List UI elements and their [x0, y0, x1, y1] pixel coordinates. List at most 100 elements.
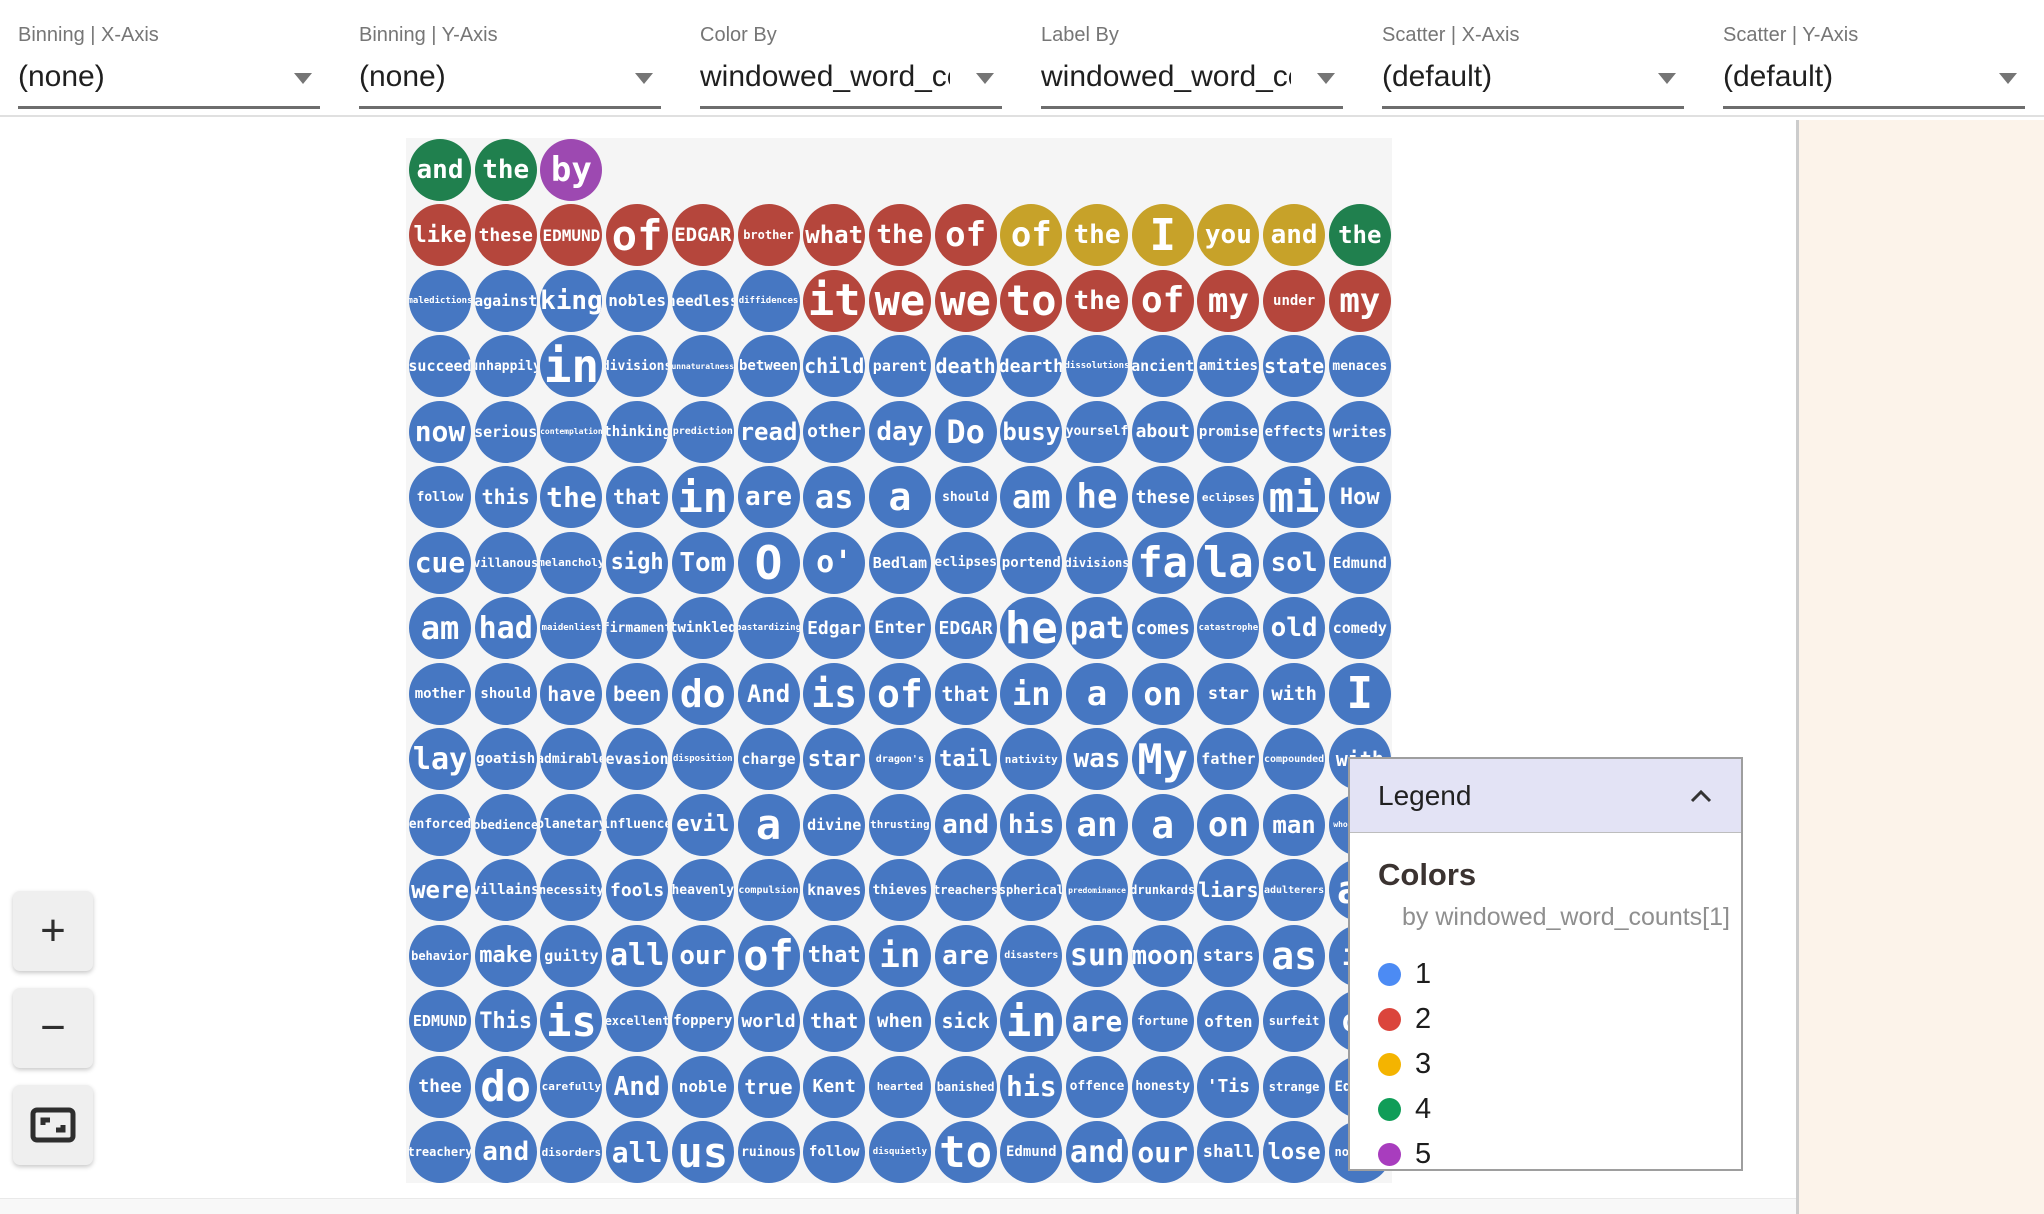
word-circle[interactable]: admirable: [540, 728, 603, 790]
word-circle[interactable]: he: [1066, 466, 1128, 528]
word-circle[interactable]: promise: [1197, 400, 1260, 463]
word-circle[interactable]: it: [803, 269, 866, 332]
word-circle[interactable]: nativity: [1000, 728, 1063, 790]
word-circle[interactable]: O: [737, 531, 800, 594]
word-circle[interactable]: disorders: [540, 1121, 603, 1183]
word-circle[interactable]: thrusting: [868, 793, 931, 856]
dropdown-arrow-icon[interactable]: [976, 73, 994, 84]
word-circle[interactable]: between: [737, 335, 800, 397]
word-circle[interactable]: of: [934, 204, 997, 266]
dropdown-scatter-y-axis[interactable]: Scatter | Y-Axis(default): [1723, 0, 2025, 115]
word-circle[interactable]: yourself: [1066, 400, 1128, 463]
word-circle[interactable]: dragon's: [868, 728, 931, 790]
word-circle[interactable]: compounded: [1263, 728, 1326, 790]
word-circle[interactable]: brother: [737, 204, 800, 266]
word-circle[interactable]: are: [1066, 990, 1128, 1052]
word-circle[interactable]: effects: [1263, 400, 1326, 463]
word-circle[interactable]: day: [868, 400, 931, 463]
word-circle[interactable]: world: [737, 990, 800, 1052]
word-circle[interactable]: liars: [1197, 859, 1260, 921]
word-circle[interactable]: disquietly: [868, 1121, 931, 1183]
word-circle[interactable]: been: [606, 662, 669, 725]
word-circle[interactable]: disasters: [1000, 924, 1063, 987]
word-circle[interactable]: now: [409, 400, 471, 463]
dropdown-value[interactable]: (default): [1382, 60, 1493, 93]
dropdown-binning-y-axis[interactable]: Binning | Y-Axis(none): [359, 0, 661, 115]
word-circle[interactable]: and: [1066, 1121, 1128, 1183]
word-circle[interactable]: planetary: [540, 793, 603, 856]
word-circle[interactable]: writes: [1328, 400, 1391, 463]
word-circle[interactable]: Enter: [868, 597, 931, 659]
word-circle[interactable]: drunkards: [1131, 859, 1194, 921]
word-circle[interactable]: a: [737, 793, 800, 856]
word-circle[interactable]: EDGAR: [934, 597, 997, 659]
word-circle[interactable]: adulterers: [1263, 859, 1326, 921]
word-circle[interactable]: twinkled: [671, 597, 734, 659]
word-circle[interactable]: o': [803, 531, 866, 594]
word-circle[interactable]: that: [803, 990, 866, 1052]
word-circle[interactable]: a: [1131, 793, 1194, 856]
word-circle[interactable]: of: [1131, 269, 1194, 332]
word-circle[interactable]: stars: [1197, 924, 1260, 987]
word-circle[interactable]: thieves: [868, 859, 931, 921]
word-circle[interactable]: that: [803, 924, 866, 987]
word-circle[interactable]: moon: [1131, 924, 1194, 987]
word-circle[interactable]: that: [934, 662, 997, 725]
word-circle[interactable]: often: [1197, 990, 1260, 1052]
word-circle[interactable]: by: [540, 138, 603, 201]
word-circle[interactable]: treachery: [409, 1121, 471, 1183]
word-circle[interactable]: his: [1000, 793, 1063, 856]
bottom-scrollbar-track[interactable]: [0, 1198, 1796, 1214]
word-circle[interactable]: a: [868, 466, 931, 528]
word-circle[interactable]: behavior: [409, 924, 471, 987]
word-circle[interactable]: the: [540, 466, 603, 528]
word-circle[interactable]: strange: [1263, 1055, 1326, 1118]
zoom-fit-button[interactable]: [13, 1085, 93, 1165]
word-circle[interactable]: comedy: [1328, 597, 1391, 659]
word-circle[interactable]: EDMUND: [409, 990, 471, 1052]
word-circle[interactable]: of: [1000, 204, 1063, 266]
word-circle[interactable]: ancient: [1131, 335, 1194, 397]
dropdown-arrow-icon[interactable]: [1658, 73, 1676, 84]
word-circle[interactable]: on: [1197, 793, 1260, 856]
word-circle[interactable]: the: [1066, 269, 1128, 332]
word-circle[interactable]: his: [1000, 1055, 1063, 1118]
word-circle[interactable]: maidenliest: [540, 597, 603, 659]
word-circle[interactable]: surfeit: [1263, 990, 1326, 1052]
word-circle[interactable]: carefully: [540, 1055, 603, 1118]
word-circle[interactable]: old: [1263, 597, 1326, 659]
word-circle[interactable]: state: [1263, 335, 1326, 397]
word-circle[interactable]: what: [803, 204, 866, 266]
word-circle[interactable]: needless: [671, 269, 734, 332]
word-circle[interactable]: foppery: [671, 990, 734, 1052]
word-circle[interactable]: Tom: [671, 531, 734, 594]
word-circle[interactable]: the: [868, 204, 931, 266]
word-circle[interactable]: us: [671, 1121, 734, 1183]
word-circle[interactable]: is: [803, 662, 866, 725]
word-circle[interactable]: a: [1066, 662, 1128, 725]
word-circle[interactable]: villanous: [474, 531, 537, 594]
word-circle[interactable]: How: [1328, 466, 1391, 528]
word-circle[interactable]: thee: [409, 1055, 471, 1118]
word-circle[interactable]: read: [737, 400, 800, 463]
word-circle[interactable]: he: [1000, 597, 1063, 659]
word-circle[interactable]: about: [1131, 400, 1194, 463]
word-circle[interactable]: our: [671, 924, 734, 987]
word-circle[interactable]: king: [540, 269, 603, 332]
word-circle[interactable]: excellent: [606, 990, 669, 1052]
word-circle[interactable]: prediction: [671, 400, 734, 463]
word-circle[interactable]: am: [1000, 466, 1063, 528]
word-circle[interactable]: lose: [1263, 1121, 1326, 1183]
word-circle[interactable]: all: [606, 924, 669, 987]
word-circle[interactable]: was: [1066, 728, 1128, 790]
word-circle[interactable]: firmament: [606, 597, 669, 659]
word-circle[interactable]: fortune: [1131, 990, 1194, 1052]
word-circle[interactable]: my: [1197, 269, 1260, 332]
word-circle[interactable]: villains: [474, 859, 537, 921]
word-circle[interactable]: goatish: [474, 728, 537, 790]
word-circle[interactable]: true: [737, 1055, 800, 1118]
word-circle[interactable]: and: [934, 793, 997, 856]
word-circle[interactable]: divisions: [1066, 531, 1128, 594]
word-circle[interactable]: charge: [737, 728, 800, 790]
